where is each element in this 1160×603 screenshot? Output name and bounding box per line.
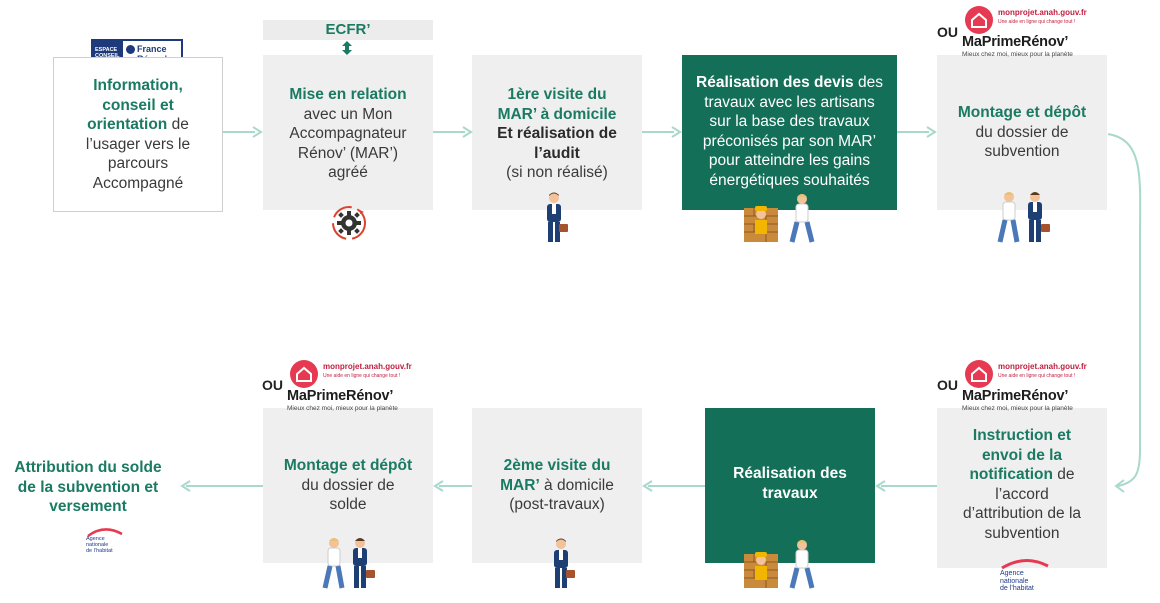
- step-attribution-solde: Attribution du solde de la subvention et…: [14, 459, 162, 515]
- maprimerenov-logo: monprojet.anah.gouv.fr Une aide en ligne…: [287, 360, 412, 412]
- house-icon: [965, 6, 993, 34]
- advisor-with-briefcase-icon: [554, 538, 575, 588]
- step-montage-depot-solde: Montage et dépôt du dossier de solde: [263, 408, 433, 563]
- worker-and-user-icon: [744, 540, 815, 589]
- maprimerenov-logo: monprojet.anah.gouv.fr Une aide en ligne…: [962, 6, 1087, 58]
- arrow-left-icon: [180, 480, 263, 492]
- gear-cycle-icon: [332, 206, 366, 240]
- step-mise-en-relation: Mise en relation avec un Mon Accompagnat…: [263, 55, 433, 210]
- or-label: OU: [937, 24, 958, 40]
- arrow-right-icon: [223, 126, 263, 138]
- arrow-right-icon: [897, 126, 937, 138]
- arrow-right-icon: [642, 126, 682, 138]
- step-premiere-visite: 1ère visite du MAR’ à domicile Et réalis…: [472, 55, 642, 210]
- house-icon: [965, 360, 993, 388]
- or-label: OU: [262, 377, 283, 393]
- arrow-left-icon: [433, 480, 472, 492]
- worker-and-user-icon: [744, 194, 815, 243]
- maprimerenov-logo: monprojet.anah.gouv.fr Une aide en ligne…: [962, 360, 1087, 412]
- ecfr-tag: ECFR’: [263, 20, 433, 40]
- ecfr-double-arrow-icon: [342, 41, 352, 55]
- user-and-advisor-icon: [997, 192, 1050, 243]
- step-montage-depot-subvention: Montage et dépôt du dossier de subventio…: [937, 55, 1107, 210]
- step-realisation-travaux: Réalisation des travaux: [705, 408, 875, 563]
- curved-connector-arrow-icon: [1107, 133, 1142, 493]
- step-information: Information, conseil et orientation de l…: [53, 57, 223, 212]
- user-and-advisor-icon: [322, 538, 375, 589]
- advisor-with-briefcase-icon: [547, 192, 568, 242]
- step-deuxieme-visite: 2ème visite du MAR’ à domicile (post-tra…: [472, 408, 642, 563]
- or-label: OU: [937, 377, 958, 393]
- arrow-left-icon: [642, 480, 705, 492]
- arrow-left-icon: [875, 480, 937, 492]
- house-icon: [290, 360, 318, 388]
- step-realisation-devis: Réalisation des devis des travaux avec l…: [682, 55, 897, 210]
- france-renov-dot-icon: [126, 45, 135, 54]
- step-instruction-notification: Instruction et envoi de la notification …: [937, 408, 1107, 568]
- arrow-right-icon: [433, 126, 473, 138]
